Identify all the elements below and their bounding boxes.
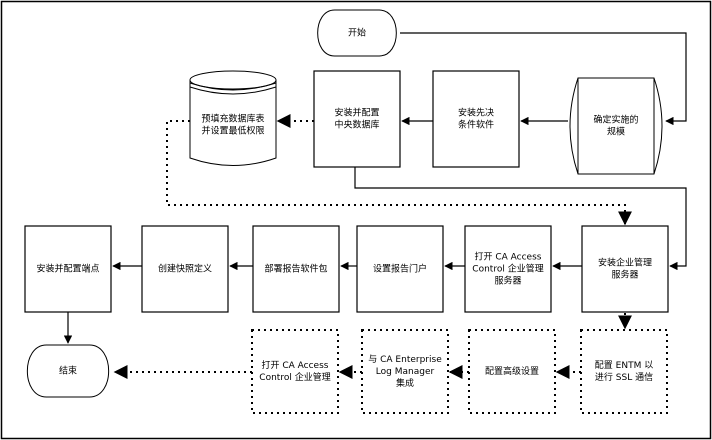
node-label: 结束: [59, 365, 77, 377]
node-shape: [468, 329, 556, 414]
node-shape: [317, 9, 397, 57]
node-label: 进行 SSL 通信: [595, 371, 653, 383]
node-label: 规模: [607, 127, 625, 138]
node-shape: [569, 77, 663, 175]
node-report-portal[interactable]: 设置报告门户: [356, 225, 444, 313]
node-start[interactable]: 开始: [317, 9, 397, 57]
node-label: 打开 CA Access: [262, 359, 329, 371]
node-label: 安装企业管理: [598, 257, 652, 269]
node-label: 安装并配置端点: [36, 263, 99, 275]
node-shape: [581, 225, 669, 313]
node-label: 开始: [348, 27, 366, 39]
node-label: 创建快照定义: [158, 263, 212, 275]
node-endpoint[interactable]: 安装并配置端点: [24, 225, 112, 313]
node-label: 服务器: [611, 269, 638, 281]
node-deploy-report[interactable]: 部署报告软件包: [252, 225, 340, 313]
node-label: 部署报告软件包: [264, 263, 327, 275]
node-shape: [141, 225, 229, 313]
node-ssl[interactable]: 配置 ENTM 以进行 SSL 通信: [580, 329, 668, 414]
node-shape: [252, 225, 340, 313]
node-label: 配置 ENTM 以: [595, 360, 653, 371]
node-snapshot[interactable]: 创建快照定义: [141, 225, 229, 313]
node-shape: [356, 225, 444, 313]
node-label: Control 企业管理: [259, 371, 330, 383]
node-label: 安装并配置: [334, 107, 379, 119]
node-label: 与 CA Enterprise: [368, 354, 442, 365]
connector-start-to-scope: [400, 32, 687, 126]
node-label: 设置报告门户: [373, 263, 427, 275]
node-label: 预填充数据库表: [201, 113, 264, 125]
node-label: 中央数据库: [334, 119, 379, 131]
node-label: Log Manager: [376, 367, 435, 377]
node-shape: [24, 225, 112, 313]
node-label: 集成: [396, 377, 414, 389]
node-shape: [580, 329, 668, 414]
node-label: 打开 CA Access: [475, 251, 542, 263]
node-shape: [313, 70, 401, 168]
connector-central_db-to-install_entm: [354, 167, 687, 271]
node-shape: [27, 344, 109, 398]
node-label: 服务器: [494, 275, 521, 287]
nodes-layer: 开始确定实施的规模安装先决条件软件安装并配置中央数据库预填充数据库表并设置最低权…: [24, 9, 669, 414]
node-label: Control 企业管理: [472, 263, 543, 275]
node-label: 安装先决: [458, 107, 494, 119]
node-label: 并设置最低权限: [201, 125, 264, 137]
connector-populate_db-to-install_entm: [166, 120, 632, 226]
node-advanced[interactable]: 配置高级设置: [468, 329, 556, 414]
node-label: 确定实施的: [593, 114, 638, 126]
node-shape: [361, 329, 449, 414]
node-shape: [464, 225, 552, 313]
node-end[interactable]: 结束: [27, 344, 109, 398]
edges-layer: [63, 32, 687, 379]
node-shape: [251, 329, 339, 414]
node-label: 条件软件: [458, 119, 494, 131]
node-shape: [189, 70, 277, 166]
node-label: 配置高级设置: [485, 365, 539, 377]
node-shape: [432, 70, 520, 168]
